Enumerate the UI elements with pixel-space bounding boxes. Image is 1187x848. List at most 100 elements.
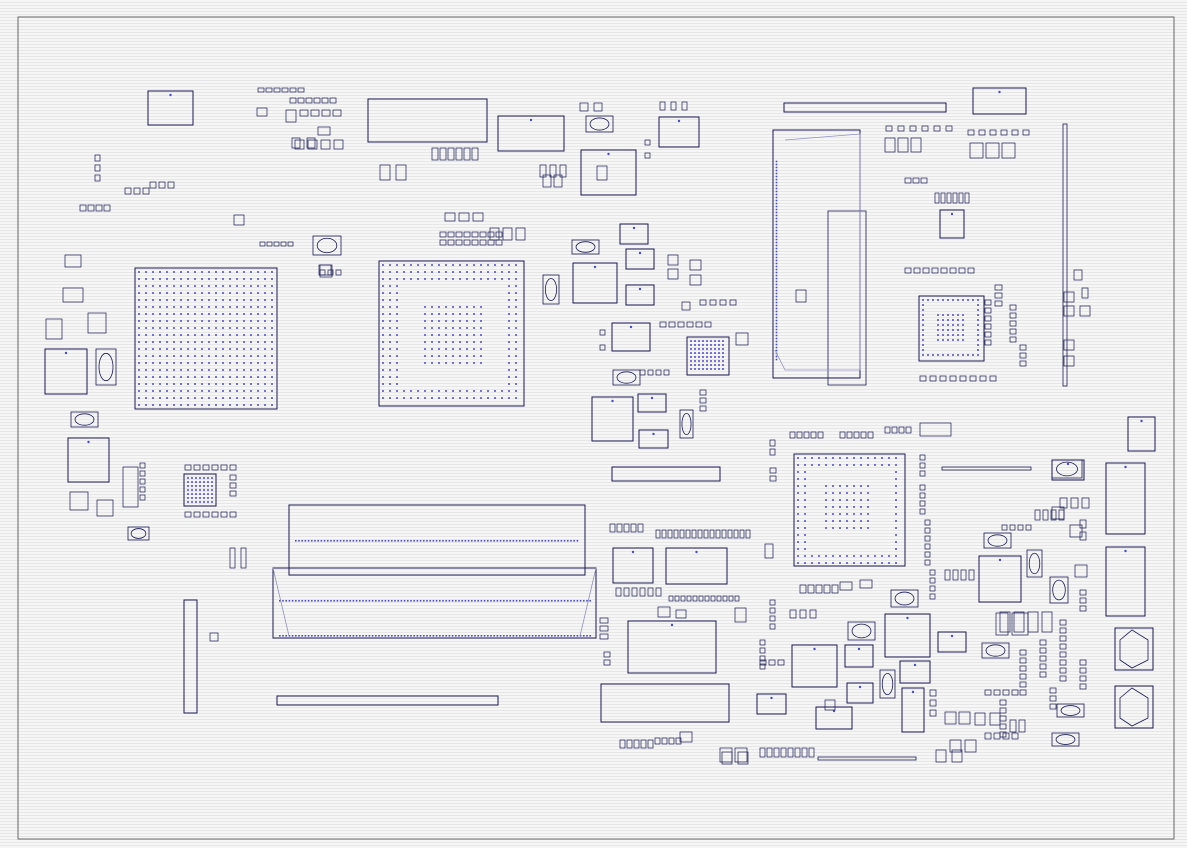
passive-component — [759, 647, 766, 654]
display-connector-pins — [775, 160, 778, 361]
passive-component — [455, 239, 463, 246]
passive-component — [1059, 619, 1067, 626]
passive-component — [1019, 665, 1027, 672]
qfn-center-balls — [187, 477, 213, 503]
passive-component — [722, 595, 728, 602]
passive-component — [1063, 339, 1075, 351]
passive-component — [122, 466, 139, 508]
passive-component — [139, 478, 146, 485]
passive-component — [1059, 643, 1067, 650]
pin1-marker — [998, 558, 1002, 562]
passive-component — [639, 369, 646, 376]
passive-component — [318, 264, 332, 276]
passive-component — [1009, 304, 1017, 311]
passive-component — [1059, 627, 1067, 634]
bga-small-right-balls — [922, 299, 979, 356]
passive-component — [463, 231, 471, 238]
passive-component — [897, 137, 909, 153]
passive-component — [1079, 605, 1087, 612]
passive-component — [999, 699, 1007, 706]
passive-component — [139, 470, 146, 477]
passive-component — [1079, 597, 1087, 604]
pin1-marker — [652, 432, 655, 436]
passive-component — [729, 299, 737, 306]
passive-component — [999, 611, 1011, 633]
edge-connector-top — [783, 102, 947, 113]
qfn-center — [686, 336, 730, 376]
passive-component — [796, 431, 803, 439]
passive-component — [229, 547, 236, 569]
passive-component — [233, 214, 245, 226]
passive-component — [1050, 509, 1057, 521]
passive-component — [455, 147, 463, 161]
passive-component — [769, 607, 776, 614]
passive-component — [489, 227, 500, 241]
passive-component — [663, 369, 670, 376]
passive-component — [897, 125, 905, 132]
passive-component — [603, 651, 611, 658]
passive-component — [630, 523, 637, 533]
passive-component — [817, 431, 824, 439]
so-dimm-connector-lower — [272, 567, 597, 639]
passive-component — [640, 739, 647, 749]
passive-component — [677, 321, 685, 328]
passive-component — [913, 267, 921, 274]
passive-component — [853, 431, 860, 439]
passive-component — [655, 369, 662, 376]
passive-component — [1019, 344, 1027, 351]
passive-component — [794, 747, 801, 758]
passive-component — [884, 137, 896, 153]
passive-component — [716, 595, 722, 602]
passive-component — [202, 511, 210, 518]
pin1-marker — [1124, 465, 1127, 469]
passive-component — [1027, 611, 1039, 633]
qfn-corner-right — [1114, 685, 1154, 729]
passive-component — [919, 462, 926, 469]
passive-component — [329, 97, 337, 104]
crystal-body — [985, 644, 1006, 657]
passive-component — [287, 241, 294, 247]
passive-component — [1019, 681, 1027, 688]
passive-component — [184, 511, 192, 518]
passive-component — [281, 87, 289, 93]
crystal-oscillator — [847, 621, 876, 641]
passive-component — [952, 569, 959, 581]
passive-component — [599, 617, 609, 624]
ic-package — [147, 90, 194, 126]
passive-component — [193, 511, 201, 518]
passive-component — [984, 299, 992, 306]
passive-component — [1079, 531, 1087, 541]
passive-component — [737, 751, 749, 765]
passive-component — [1025, 524, 1032, 531]
passive-component — [647, 369, 654, 376]
passive-component — [985, 142, 1000, 159]
passive-component — [933, 125, 941, 132]
passive-component — [675, 737, 682, 745]
passive-component — [1059, 675, 1067, 682]
passive-component — [920, 177, 928, 184]
connector-edge — [579, 567, 597, 637]
passive-component — [1049, 695, 1057, 702]
passive-component — [319, 269, 326, 276]
passive-component — [721, 529, 727, 539]
passive-component — [1017, 524, 1024, 531]
crystal-body — [616, 371, 637, 384]
qfn-corner-outline — [1119, 629, 1149, 669]
passive-component — [332, 109, 342, 117]
passive-component — [768, 659, 776, 666]
passive-component — [549, 164, 557, 178]
passive-component — [673, 529, 679, 539]
ic-package — [1127, 416, 1156, 452]
passive-component — [944, 711, 957, 725]
passive-component — [787, 747, 794, 758]
passive-component — [949, 375, 957, 382]
passive-component — [321, 109, 331, 117]
passive-component — [929, 569, 936, 576]
passive-component — [769, 615, 776, 622]
passive-component — [463, 147, 471, 161]
passive-component — [680, 595, 686, 602]
passive-component — [158, 181, 166, 189]
passive-component — [769, 475, 777, 482]
